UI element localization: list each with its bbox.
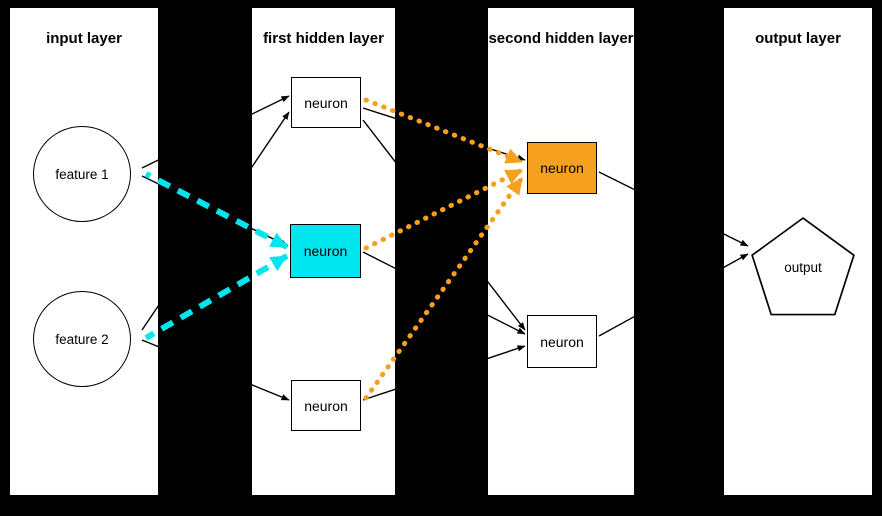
- node-label-h2-neuron-2: neuron: [540, 333, 584, 350]
- node-label-feature-2: feature 2: [55, 331, 109, 347]
- node-feature-1[interactable]: feature 1: [33, 126, 131, 222]
- node-label-output-node: output: [784, 259, 822, 275]
- layer-title-second-hidden: second hidden layer: [488, 30, 634, 47]
- node-output-node[interactable]: output: [750, 216, 856, 316]
- node-label-h1-neuron-1: neuron: [304, 94, 348, 111]
- pentagon-shape: [751, 217, 855, 316]
- plain-edges-group: [141, 95, 749, 401]
- node-h1-neuron-3[interactable]: neuron: [291, 380, 361, 431]
- node-h1-neuron-1[interactable]: neuron: [291, 77, 361, 128]
- layer-title-input: input layer: [46, 30, 122, 47]
- node-feature-2[interactable]: feature 2: [33, 291, 131, 387]
- node-h2-neuron-2[interactable]: neuron: [527, 315, 597, 368]
- node-label-h2-neuron-1: neuron: [540, 160, 584, 176]
- layer-panel-input: input layer: [10, 8, 158, 495]
- layer-title-output: output layer: [755, 30, 841, 47]
- node-h2-neuron-1[interactable]: neuron: [527, 142, 597, 194]
- layer-title-first-hidden: first hidden layer: [263, 30, 384, 47]
- node-label-h1-neuron-2: neuron: [303, 243, 348, 259]
- node-label-feature-1: feature 1: [55, 166, 109, 182]
- node-label-h1-neuron-3: neuron: [304, 397, 348, 414]
- layer-panel-second-hidden: second hidden layer: [488, 8, 634, 495]
- node-h1-neuron-2[interactable]: neuron: [290, 224, 361, 278]
